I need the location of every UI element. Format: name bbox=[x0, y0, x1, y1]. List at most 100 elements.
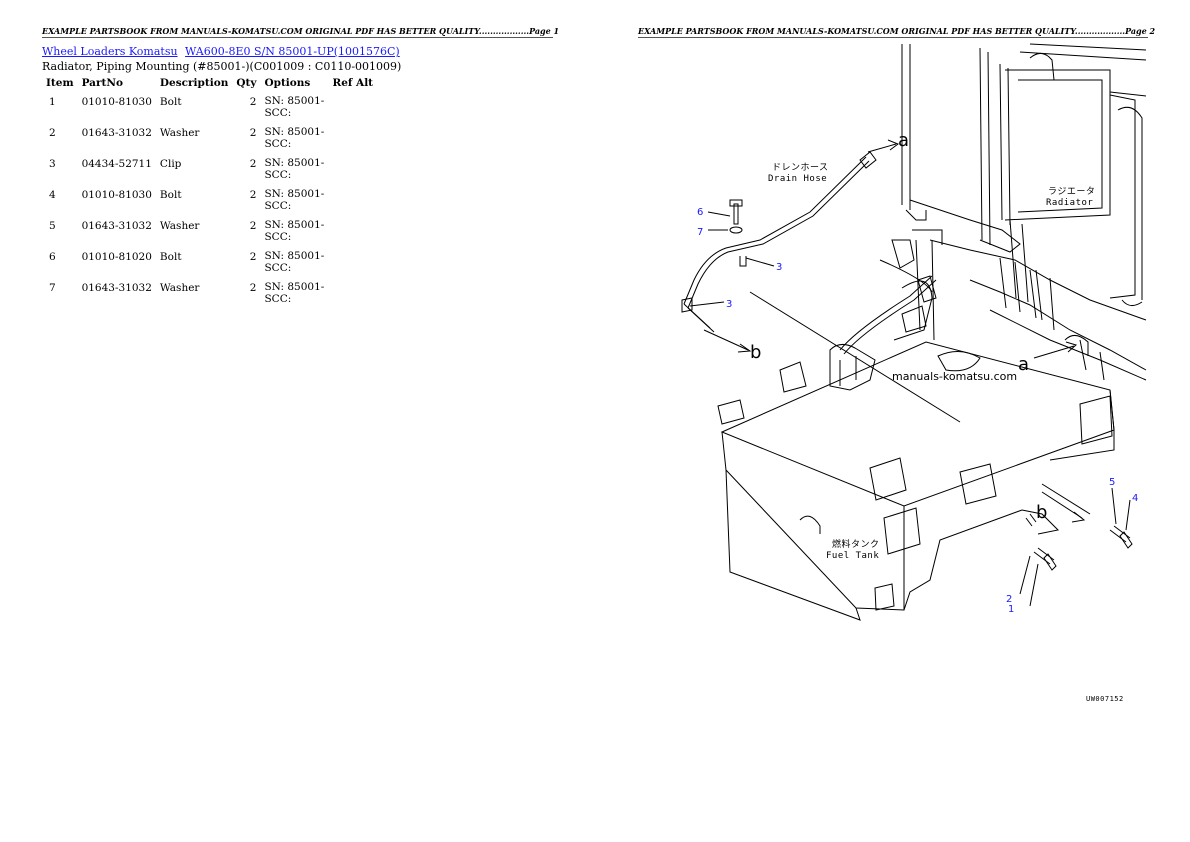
page-header-2: EXAMPLE PARTSBOOK FROM MANUALS-KOMATSU.C… bbox=[638, 26, 1156, 38]
cell-item: 2 bbox=[49, 127, 56, 139]
option-sn: SN: 85001- bbox=[264, 95, 325, 107]
cell-refalt bbox=[328, 188, 377, 219]
callout-4[interactable]: 4 bbox=[1132, 493, 1138, 504]
radiator-drawing bbox=[891, 43, 1147, 381]
option-sn: SN: 85001- bbox=[264, 126, 325, 138]
drain-hose-label-jp: ドレンホース bbox=[772, 162, 829, 173]
cell-qty: 2 bbox=[249, 158, 257, 170]
cell-description: Washer bbox=[159, 220, 200, 232]
cell-qty: 2 bbox=[249, 96, 257, 108]
cell-options: SN: 85001-SCC: bbox=[260, 281, 328, 312]
cell-item: 3 bbox=[49, 158, 56, 170]
callout-5[interactable]: 5 bbox=[1109, 477, 1115, 488]
watermark: manuals-komatsu.com bbox=[892, 370, 1017, 383]
view-label-a-top: a bbox=[898, 130, 909, 151]
cell-description: Bolt bbox=[159, 189, 182, 201]
cell-description: Clip bbox=[159, 158, 182, 170]
cell-description: Bolt bbox=[159, 251, 182, 263]
cell-description: Washer bbox=[159, 127, 200, 139]
cell-options: SN: 85001-SCC: bbox=[260, 188, 328, 219]
cell-options: SN: 85001-SCC: bbox=[260, 219, 328, 250]
callout-1[interactable]: 1 bbox=[1008, 604, 1014, 615]
option-sn: SN: 85001- bbox=[264, 250, 325, 262]
option-sn: SN: 85001- bbox=[264, 281, 325, 293]
option-scc: SCC: bbox=[264, 262, 292, 274]
cell-description: Washer bbox=[159, 282, 200, 294]
col-description: Description bbox=[159, 77, 229, 89]
table-row: 7 01643-31032 Washer 2 SN: 85001-SCC: bbox=[42, 281, 377, 312]
breadcrumb-link-category[interactable]: Wheel Loaders Komatsu bbox=[42, 45, 178, 58]
cell-qty: 2 bbox=[249, 127, 257, 139]
col-options: Options bbox=[264, 77, 311, 89]
cell-partno: 01010-81030 bbox=[81, 189, 152, 201]
diagram-linework bbox=[681, 43, 1147, 621]
col-partno: PartNo bbox=[81, 77, 123, 89]
cell-qty: 2 bbox=[249, 251, 257, 263]
option-scc: SCC: bbox=[264, 200, 292, 212]
fasteners-drawing bbox=[729, 199, 1133, 571]
cell-options: SN: 85001-SCC: bbox=[260, 126, 328, 157]
page-header-1: EXAMPLE PARTSBOOK FROM MANUALS-KOMATSU.C… bbox=[42, 26, 560, 38]
drain-hose-label: Drain Hose bbox=[768, 174, 827, 184]
table-row: 1 01010-81030 Bolt 2 SN: 85001-SCC: bbox=[42, 95, 377, 126]
breadcrumb: Wheel Loaders Komatsu WA600-8E0 S/N 8500… bbox=[42, 45, 404, 58]
table-row: 6 01010-81020 Bolt 2 SN: 85001-SCC: bbox=[42, 250, 377, 281]
view-label-a-right: a bbox=[1018, 354, 1029, 375]
option-sn: SN: 85001- bbox=[264, 157, 325, 169]
cell-refalt bbox=[328, 126, 377, 157]
col-item: Item bbox=[46, 77, 74, 89]
option-scc: SCC: bbox=[264, 138, 292, 150]
option-scc: SCC: bbox=[264, 231, 292, 243]
radiator-label-jp: ラジエータ bbox=[1048, 186, 1095, 197]
fuel-tank-label-jp: 燃料タンク bbox=[832, 538, 880, 550]
parts-table: Item PartNo Description Qty Options Ref … bbox=[42, 76, 377, 312]
cell-qty: 2 bbox=[249, 189, 257, 201]
table-row: 3 04434-52711 Clip 2 SN: 85001-SCC: bbox=[42, 157, 377, 188]
col-qty: Qty bbox=[236, 77, 257, 89]
leader-lines bbox=[689, 211, 1131, 607]
view-arrows bbox=[703, 139, 1086, 523]
cell-partno: 01643-31032 bbox=[81, 127, 152, 139]
cell-options: SN: 85001-SCC: bbox=[260, 157, 328, 188]
cell-item: 5 bbox=[49, 220, 56, 232]
callout-7[interactable]: 7 bbox=[697, 227, 703, 238]
table-row: 4 01010-81030 Bolt 2 SN: 85001-SCC: bbox=[42, 188, 377, 219]
cell-refalt bbox=[328, 219, 377, 250]
fuel-tank-label: Fuel Tank bbox=[826, 551, 879, 561]
cell-qty: 2 bbox=[249, 282, 257, 294]
cell-refalt bbox=[328, 250, 377, 281]
callout-6[interactable]: 6 bbox=[697, 207, 703, 218]
callout-3[interactable]: 3 bbox=[776, 262, 782, 273]
breadcrumb-link-model[interactable]: WA600-8E0 S/N 85001-UP(1001576C) bbox=[185, 45, 400, 58]
drain-hose-drawing bbox=[681, 151, 877, 333]
option-scc: SCC: bbox=[264, 293, 292, 305]
option-scc: SCC: bbox=[264, 107, 292, 119]
table-header-row: Item PartNo Description Qty Options Ref … bbox=[42, 76, 377, 95]
table-row: 2 01643-31032 Washer 2 SN: 85001-SCC: bbox=[42, 126, 377, 157]
cell-partno: 01643-31032 bbox=[81, 220, 152, 232]
cell-partno: 01010-81030 bbox=[81, 96, 152, 108]
cell-item: 6 bbox=[49, 251, 56, 263]
view-label-b-right: b bbox=[1036, 502, 1047, 523]
page-subtitle: Radiator, Piping Mounting (#85001-)(C001… bbox=[42, 60, 402, 73]
cell-partno: 01643-31032 bbox=[81, 282, 152, 294]
cell-item: 4 bbox=[49, 189, 56, 201]
table-row: 5 01643-31032 Washer 2 SN: 85001-SCC: bbox=[42, 219, 377, 250]
cell-item: 1 bbox=[49, 96, 56, 108]
option-sn: SN: 85001- bbox=[264, 219, 325, 231]
cell-qty: 2 bbox=[249, 220, 257, 232]
cell-options: SN: 85001-SCC: bbox=[260, 250, 328, 281]
cell-options: SN: 85001-SCC: bbox=[260, 95, 328, 126]
view-label-b-left: b bbox=[750, 342, 761, 363]
cell-partno: 04434-52711 bbox=[81, 158, 152, 170]
col-refalt: Ref Alt bbox=[332, 77, 374, 89]
parts-diagram: a a b b ドレンホース Drain Hose ラジエータ Radiator… bbox=[681, 43, 1147, 703]
figure-code: UW007152 bbox=[1086, 695, 1124, 703]
callout-3-second[interactable]: 3 bbox=[726, 299, 732, 310]
cell-refalt bbox=[328, 281, 377, 312]
cell-description: Bolt bbox=[159, 96, 182, 108]
cell-item: 7 bbox=[49, 282, 56, 294]
cell-partno: 01010-81020 bbox=[81, 251, 152, 263]
cell-refalt bbox=[328, 95, 377, 126]
callout-2[interactable]: 2 bbox=[1006, 594, 1012, 605]
